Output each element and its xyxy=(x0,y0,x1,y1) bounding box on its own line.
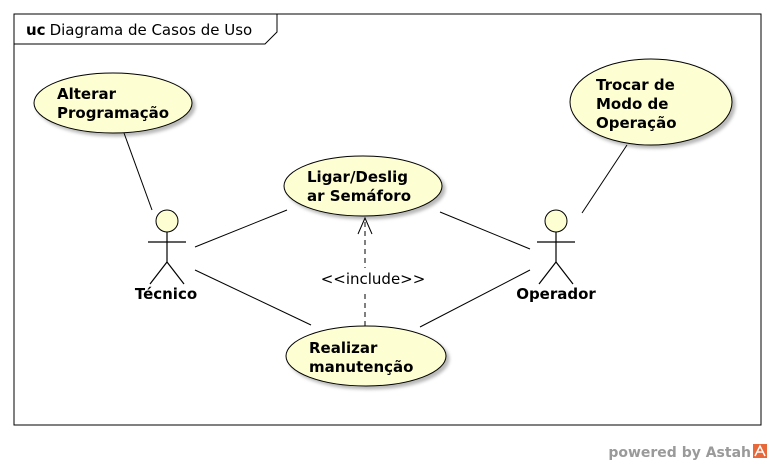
use-case-label: Ligar/Deslig ar Semáforo xyxy=(307,168,413,205)
actor-tecnico[interactable]: Técnico xyxy=(135,209,197,303)
frame-keyword: uc xyxy=(26,21,46,39)
diagram-frame xyxy=(13,13,762,426)
actor-head xyxy=(544,209,568,233)
use-case-realizar-manutencao[interactable]: Realizar manutenção xyxy=(285,325,447,387)
association-operador-trocar[interactable] xyxy=(581,144,628,214)
actor-operador[interactable]: Operador xyxy=(516,209,596,303)
association-tecnico-realizar[interactable] xyxy=(194,269,312,326)
use-case-label: Trocar de Modo de Operação xyxy=(596,76,680,132)
association-tecnico-alterar[interactable] xyxy=(123,132,153,211)
include-label: <<include>> xyxy=(321,270,426,288)
use-case-alterar-programacao[interactable]: Alterar Programação xyxy=(33,72,193,134)
include-dependency[interactable] xyxy=(357,216,373,326)
use-case-label: Alterar Programação xyxy=(57,85,169,122)
frame-title-text: Diagrama de Casos de Uso xyxy=(50,21,253,39)
use-case-trocar-modo-operacao[interactable]: Trocar de Modo de Operação xyxy=(569,58,733,146)
use-case-label: Realizar manutenção xyxy=(309,339,413,376)
actor-label: Operador xyxy=(516,285,596,303)
astah-logo-icon xyxy=(753,444,767,458)
association-operador-realizar[interactable] xyxy=(419,269,531,328)
association-tecnico-ligar[interactable] xyxy=(194,209,288,248)
watermark-text: powered by Astah xyxy=(608,445,751,461)
actor-label: Técnico xyxy=(135,285,197,303)
frame-title-tab xyxy=(14,14,278,45)
actor-head xyxy=(155,209,179,233)
association-operador-ligar[interactable] xyxy=(439,211,531,250)
include-label-bg xyxy=(318,268,428,290)
use-case-ligar-desligar-semaforo[interactable]: Ligar/Deslig ar Semáforo xyxy=(283,155,443,217)
